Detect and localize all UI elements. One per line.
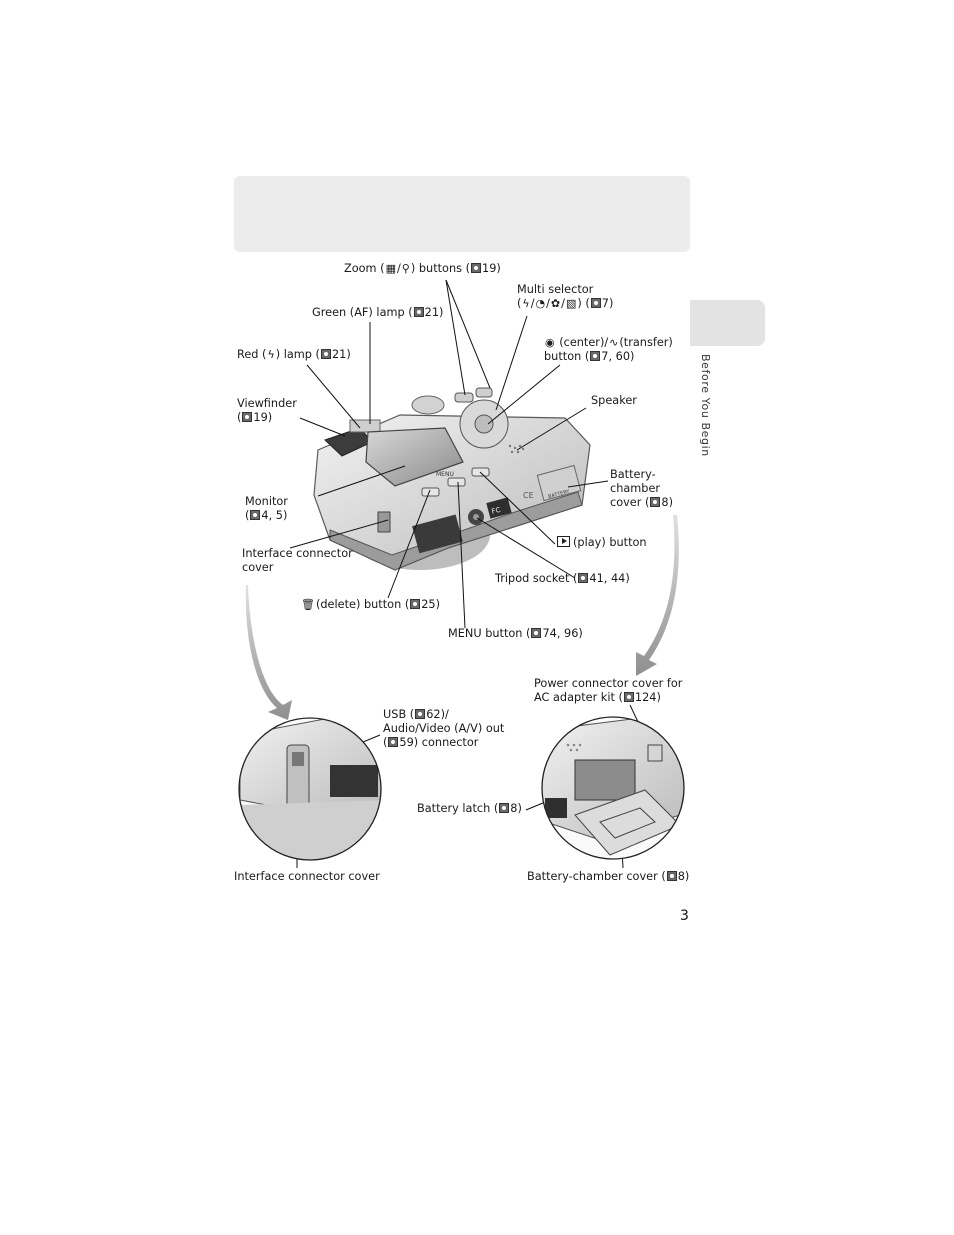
zoom-wide-icon: ▦	[385, 262, 396, 275]
section-tab	[690, 300, 765, 346]
left-arrow	[245, 585, 292, 720]
callout-play-button: (play) button	[557, 536, 647, 550]
page-ref-icon	[590, 298, 601, 308]
page-ref-icon	[250, 510, 261, 520]
callout-center-transfer-button: ◉ (center)/∿(transfer) button (7, 60)	[544, 336, 673, 363]
camera-battery-marking: BATTERY	[548, 488, 572, 500]
section-tab-label: Before You Begin	[699, 354, 712, 457]
header-banner	[234, 176, 690, 252]
play-icon	[557, 536, 570, 547]
page-ref-icon	[410, 599, 421, 609]
page-ref-icon	[666, 871, 677, 881]
page-ref-icon	[499, 803, 510, 813]
page-ref-icon	[320, 349, 331, 359]
inset-interface-connector	[238, 717, 382, 861]
callout-multi-selector: Multi selector (ϟ/◔/✿/▧) (7)	[517, 283, 614, 310]
page-ref-icon	[578, 573, 589, 583]
page-ref-icon	[413, 307, 424, 317]
self-timer-icon: ◔	[535, 297, 546, 310]
page-ref-icon	[531, 628, 542, 638]
exposure-icon: ▧	[565, 297, 577, 310]
callout-battery-chamber-cover: Battery- chamber cover (8)	[610, 468, 674, 509]
callout-usb-av-connector: USB (62)/ Audio/Video (A/V) out (59) con…	[383, 708, 505, 749]
page-number: 3	[680, 908, 689, 924]
transfer-icon: ∿	[609, 336, 619, 349]
flash-icon: ϟ	[267, 348, 275, 361]
callout-delete-button: 🗑(delete) button (25)	[301, 598, 441, 611]
callout-monitor: Monitor (4, 5)	[245, 495, 288, 522]
page-ref-icon	[623, 692, 634, 702]
right-arrow	[636, 515, 679, 676]
delete-icon: 🗑	[301, 598, 315, 611]
callout-speaker: Speaker	[591, 394, 637, 407]
center-icon: ◉	[545, 336, 555, 349]
camera-ce-marking: CE	[523, 491, 534, 500]
page-ref-icon	[415, 709, 426, 719]
callout-menu-button: MENU button (74, 96)	[448, 627, 583, 640]
camera-fc-marking: FC	[491, 506, 502, 516]
page-ref-icon	[650, 497, 661, 507]
page-ref-icon	[471, 263, 482, 273]
page-ref-icon	[388, 737, 399, 747]
page-ref-icon	[590, 351, 601, 361]
camera-menu-marking: MENU	[436, 471, 454, 478]
callout-green-lamp: Green (AF) lamp (21)	[312, 306, 444, 319]
inset-battery-chamber	[541, 716, 685, 860]
callout-red-lamp: Red (ϟ) lamp (21)	[237, 348, 351, 361]
callout-interface-connector-cover-inset: Interface connector cover	[234, 870, 380, 883]
macro-icon: ✿	[550, 297, 561, 310]
callout-viewfinder: Viewfinder (19)	[237, 397, 297, 424]
callout-battery-latch: Battery latch (8)	[417, 802, 522, 815]
camera-main-illustration: MENU BATTERY FC CE	[313, 387, 591, 571]
callout-tripod-socket: Tripod socket (41, 44)	[495, 572, 630, 585]
callout-interface-connector-cover: Interface connector cover	[242, 547, 353, 574]
zoom-tele-icon: ⚲	[401, 262, 410, 275]
callout-battery-chamber-cover-inset: Battery-chamber cover (8)	[527, 870, 690, 883]
flash-icon: ϟ	[522, 297, 530, 310]
callout-zoom: Zoom (▦/⚲) buttons (19)	[344, 262, 501, 275]
callout-power-connector-cover: Power connector cover for AC adapter kit…	[534, 677, 683, 704]
page-ref-icon	[242, 412, 253, 422]
